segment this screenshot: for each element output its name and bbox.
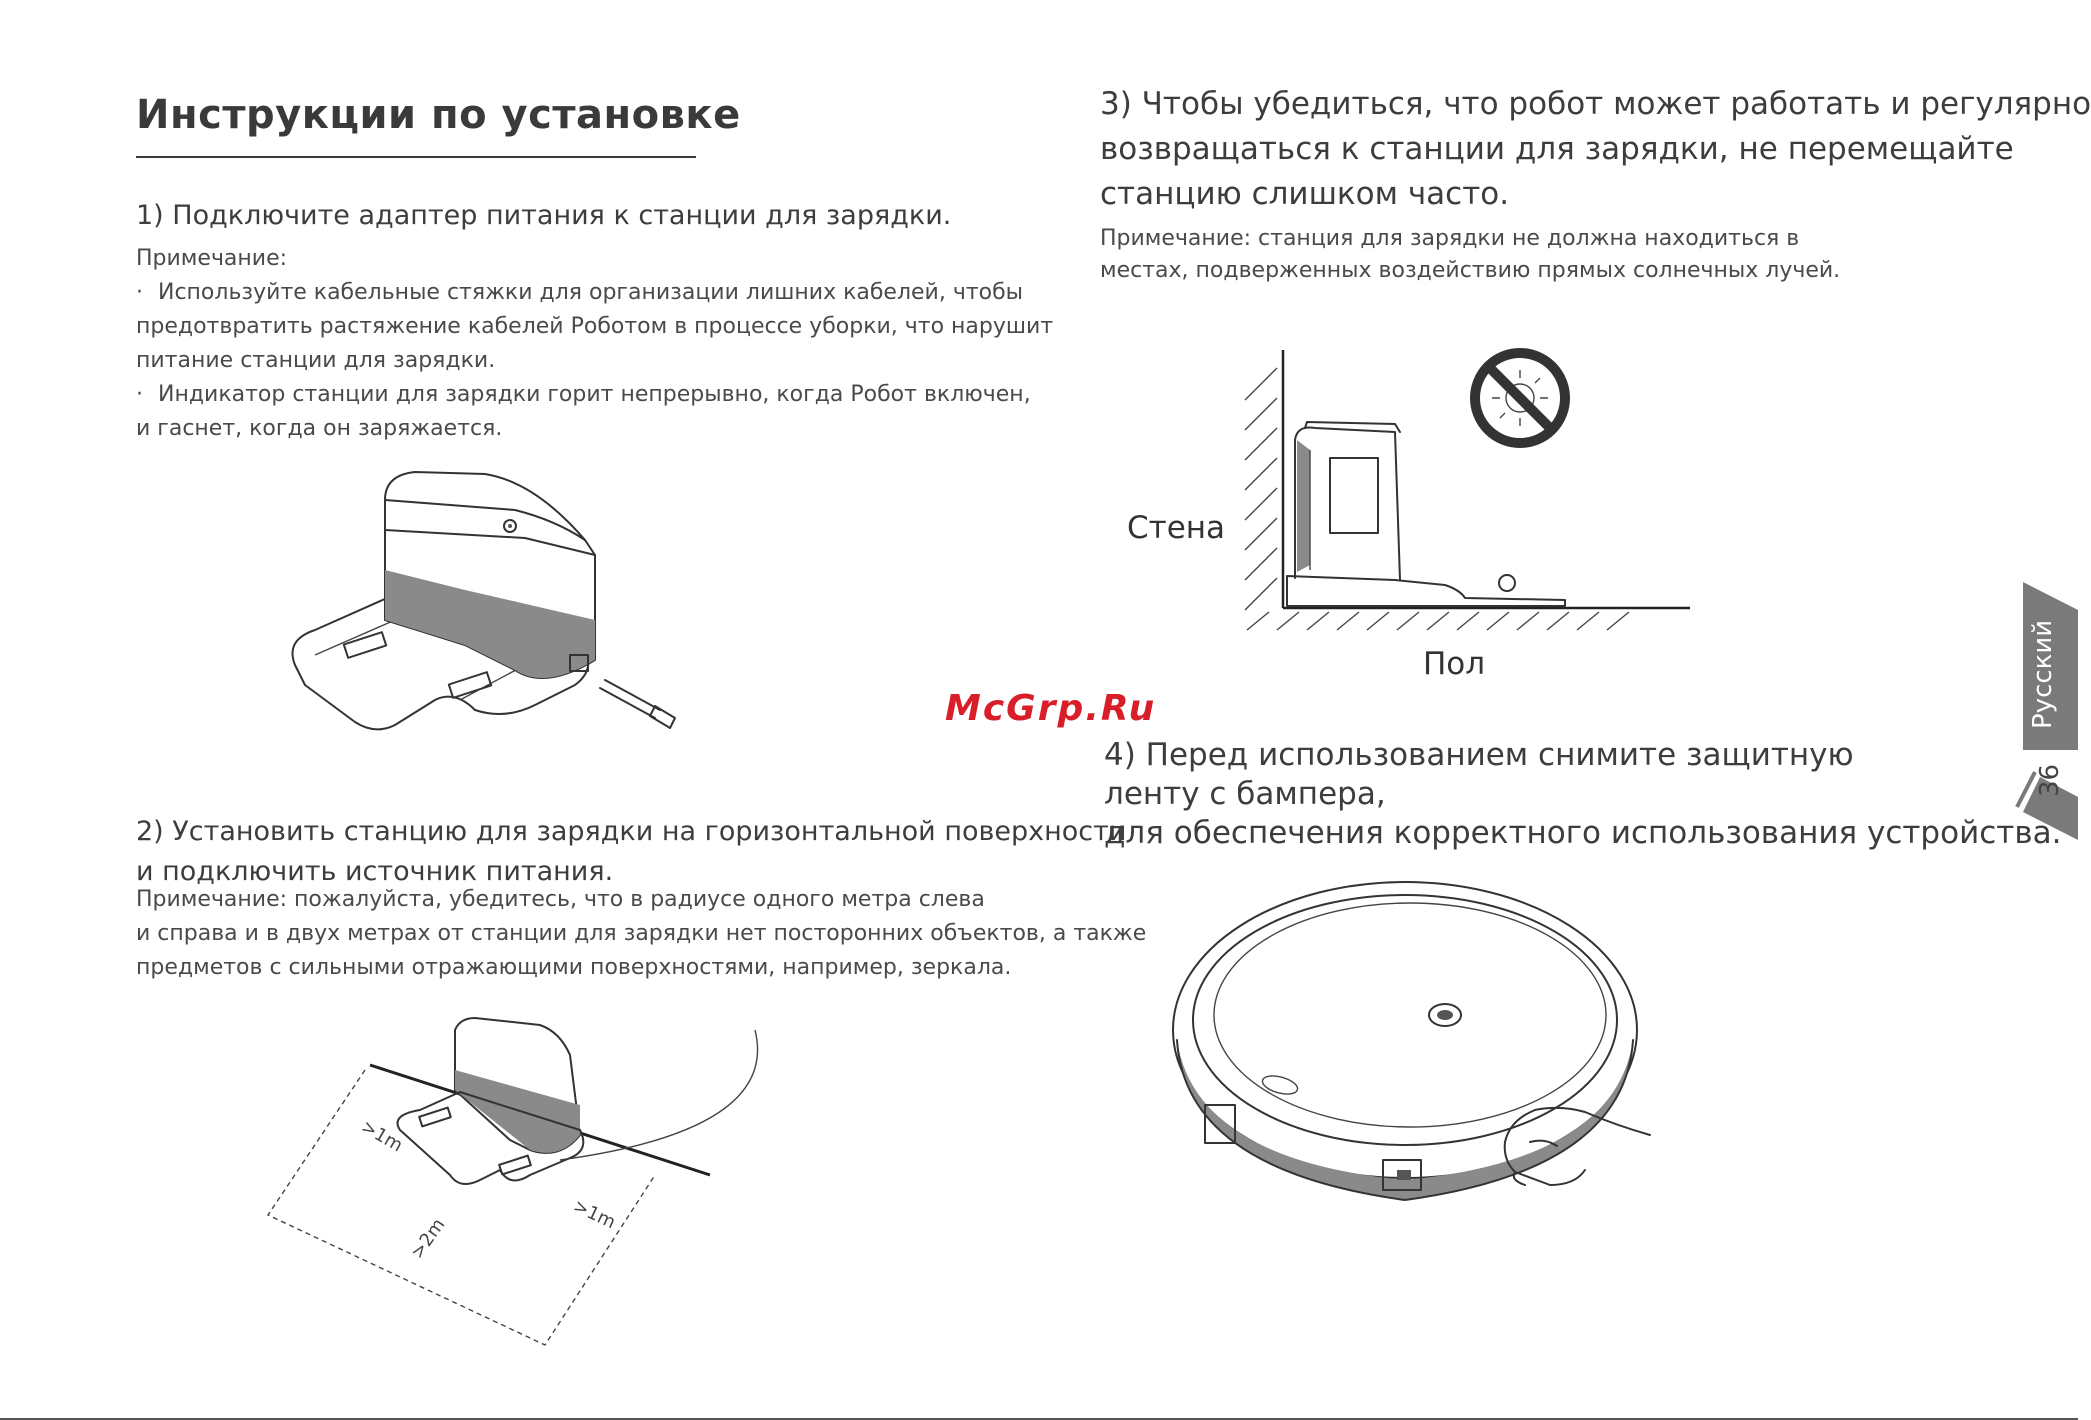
step4-heading-line2: ленту с бампера,: [1104, 776, 1386, 812]
page-bottom-rule: [0, 1418, 2078, 1420]
step2-heading-line2: и подключить источник питания.: [136, 856, 614, 887]
step1-note: Примечание: · Используйте кабельные стяжк…: [136, 242, 1053, 446]
step1-bullet1-line3: питание станции для зарядки.: [136, 348, 496, 373]
no-sunlight-icon: [1470, 348, 1570, 448]
bullet-dot: ·: [136, 280, 143, 305]
language-tab: [2015, 582, 2078, 840]
step1-bullet2-text: Индикатор станции для зарядки горит непр…: [158, 382, 1031, 407]
wall-label: Стена: [1127, 510, 1226, 546]
charging-dock-illustration: [291, 471, 676, 731]
step3-heading-line2: возвращаться к станции для зарядки, не п…: [1100, 131, 2014, 167]
page-number: 36: [2035, 763, 2065, 797]
watermark: McGrp.Ru: [945, 688, 1157, 729]
step1-bullet1-text: Используйте кабельные стяжки для организ…: [158, 280, 1024, 305]
step3-note-line2: местах, подверженных воздействию прямых …: [1100, 258, 1841, 283]
step4-heading-line3: для обеспечения корректного использовани…: [1104, 815, 2062, 851]
robot-vacuum-illustration: [1172, 881, 1651, 1201]
step4-heading: 4) Перед использованием снимите защитную…: [1104, 736, 2061, 853]
step3-heading: 3) Чтобы убедиться, что робот может рабо…: [1100, 82, 2091, 217]
left-clearance-label: >1m: [358, 1116, 407, 1156]
step3-note: Примечание: станция для зарядки не должн…: [1100, 223, 1840, 287]
step2-heading: 2) Установить станцию для зарядки на гор…: [136, 812, 1126, 892]
step2-note-line1: Примечание: пожалуйста, убедитесь, что в…: [136, 887, 985, 912]
wall-hatching: [1244, 367, 1278, 611]
wall-placement-diagram: [1244, 348, 1690, 631]
step1-heading: 1) Подключите адаптер питания к станции …: [136, 200, 952, 231]
front-clearance-label: >2m: [407, 1215, 449, 1263]
step1-bullet1-line1: · Используйте кабельные стяжки для органи…: [136, 276, 1053, 310]
floor-label: Пол: [1423, 646, 1486, 682]
step2-note: Примечание: пожалуйста, убедитесь, что в…: [136, 883, 1146, 985]
step4-heading-line1: 4) Перед использованием снимите защитную: [1104, 737, 1854, 773]
step3-heading-line1: 3) Чтобы убедиться, что робот может рабо…: [1100, 86, 2091, 122]
right-clearance-label: >1m: [570, 1195, 619, 1233]
step1-bullet2-line1: · Индикатор станции для зарядки горит неп…: [136, 378, 1053, 412]
page-title: Инструкции по установке: [136, 92, 741, 138]
step1-note-label: Примечание:: [136, 246, 288, 271]
step2-note-line3: предметов с сильными отражающими поверхн…: [136, 955, 1012, 980]
step3-heading-line3: станцию слишком часто.: [1100, 176, 1510, 212]
step1-bullet2-line2: и гаснет, когда он заряжается.: [136, 416, 503, 441]
step2-heading-line1: 2) Установить станцию для зарядки на гор…: [136, 816, 1127, 847]
step3-note-line1: Примечание: станция для зарядки не должн…: [1100, 226, 1800, 251]
language-label: Русский: [2028, 619, 2058, 729]
step2-note-line2: и справа и в двух метрах от станции для …: [136, 921, 1147, 946]
title-underline: [136, 156, 696, 158]
step1-bullet1-line2: предотвратить растяжение кабелей Роботом…: [136, 314, 1054, 339]
clearance-diagram: >1m >1m >2m: [266, 1017, 759, 1346]
bullet-dot: ·: [136, 382, 143, 407]
